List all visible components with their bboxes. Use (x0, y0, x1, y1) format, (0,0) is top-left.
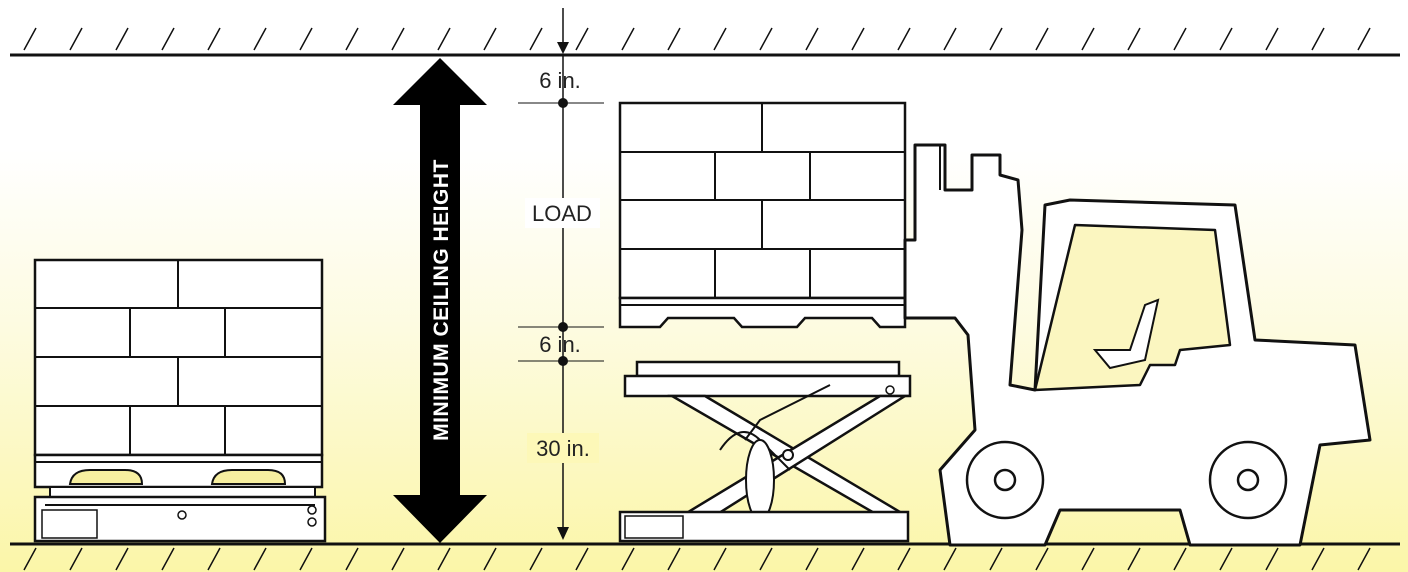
hatch-mark (529, 27, 543, 51)
hatch-mark (1127, 547, 1141, 571)
ceiling-hatching (23, 27, 1371, 51)
hatch-mark (897, 547, 911, 571)
hatch-mark (943, 547, 957, 571)
top-clearance-label: 6 in. (539, 68, 581, 93)
hatch-mark (667, 547, 681, 571)
hatch-mark (207, 27, 221, 51)
floor (10, 542, 1400, 571)
hatch-mark (437, 547, 451, 571)
hatch-mark (1035, 27, 1049, 51)
hatch-mark (483, 547, 497, 571)
hatch-mark (759, 27, 773, 51)
hatch-mark (1219, 27, 1233, 51)
hatch-mark (115, 27, 129, 51)
hatch-mark (805, 27, 819, 51)
ceiling-height-arrow: MINIMUM CEILING HEIGHT (393, 58, 487, 543)
hatch-mark (1357, 27, 1371, 51)
hatch-mark (69, 547, 83, 571)
hatch-mark (23, 547, 37, 571)
ceiling-height-arrow-label: MINIMUM CEILING HEIGHT (430, 159, 453, 441)
dimension-line: 6 in. LOAD 6 in. 30 in. (518, 56, 604, 540)
hatch-mark (253, 547, 267, 571)
hatch-mark (1219, 547, 1233, 571)
scissor-lift-table (618, 360, 912, 543)
hatch-mark (759, 547, 773, 571)
table-height-label: 30 in. (536, 436, 590, 461)
hatch-mark (621, 27, 635, 51)
lower-clearance-label: 6 in. (539, 332, 581, 357)
hatch-mark (1127, 27, 1141, 51)
hatch-mark (391, 27, 405, 51)
hatch-mark (575, 27, 589, 51)
hatch-mark (115, 547, 129, 571)
hatch-mark (943, 27, 957, 51)
hatch-mark (989, 27, 1003, 51)
hatch-mark (1081, 547, 1095, 571)
hatch-mark (207, 547, 221, 571)
hatch-mark (621, 547, 635, 571)
hatch-mark (299, 547, 313, 571)
hatch-mark (1081, 27, 1095, 51)
hatch-mark (1173, 547, 1187, 571)
hatch-mark (253, 27, 267, 51)
hatch-mark (713, 547, 727, 571)
raised-load (618, 101, 907, 329)
hatch-mark (713, 27, 727, 51)
hatch-mark (805, 547, 819, 571)
hatch-mark (23, 27, 37, 51)
load-label: LOAD (532, 201, 592, 226)
hatch-mark (667, 27, 681, 51)
hatch-mark (1357, 547, 1371, 571)
ceiling (10, 8, 1400, 57)
hatch-mark (161, 27, 175, 51)
hatch-mark (1035, 547, 1049, 571)
hatch-mark (1173, 27, 1187, 51)
hatch-mark (989, 547, 1003, 571)
floor-hatching (23, 547, 1371, 571)
hatch-mark (391, 547, 405, 571)
hatch-mark (575, 547, 589, 571)
hatch-mark (897, 27, 911, 51)
hatch-mark (483, 27, 497, 51)
hatch-mark (1311, 547, 1325, 571)
hatch-mark (851, 27, 865, 51)
hatch-mark (299, 27, 313, 51)
lowered-lift-with-load (33, 258, 327, 543)
hatch-mark (437, 27, 451, 51)
hatch-mark (69, 27, 83, 51)
hatch-mark (851, 547, 865, 571)
hatch-mark (529, 547, 543, 571)
hatch-mark (1311, 27, 1325, 51)
hatch-mark (1265, 547, 1279, 571)
hatch-mark (345, 27, 359, 51)
forklift (903, 143, 1372, 547)
hatch-mark (345, 547, 359, 571)
hatch-mark (1265, 27, 1279, 51)
hatch-mark (161, 547, 175, 571)
